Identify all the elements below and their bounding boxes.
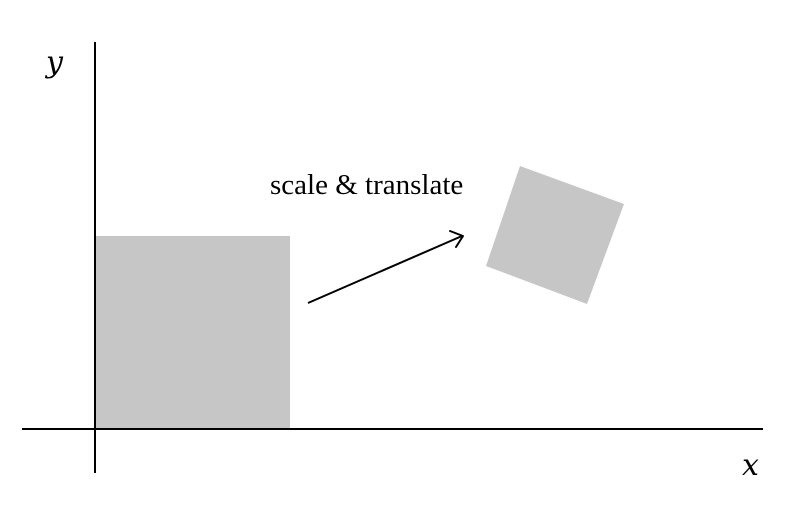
transform-arrow [307, 230, 464, 304]
transform-caption: scale & translate [270, 169, 463, 201]
y-axis-label: y [44, 45, 64, 80]
arrow-shaft [307, 235, 463, 304]
arrow-head-icon [449, 230, 464, 248]
x-axis-label: x [742, 448, 759, 483]
transformed-square [486, 166, 624, 304]
original-square [96, 236, 290, 429]
